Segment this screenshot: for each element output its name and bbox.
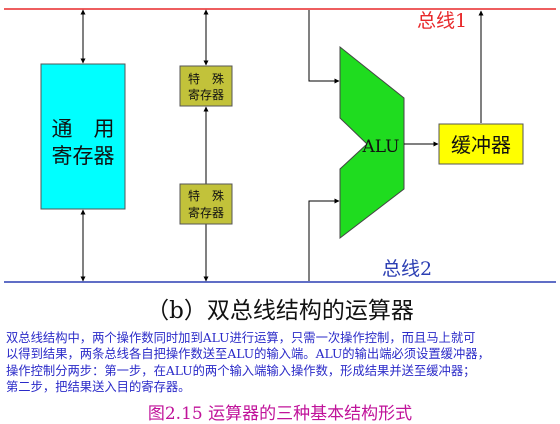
description-line: 以得到结果，两条总线各自把操作数送至ALU的输入端。ALU的输出端必须设置缓冲器… <box>6 347 490 362</box>
special-register-bottom-label-line1: 特 殊 <box>188 188 224 203</box>
alu-input-from-bus2 <box>308 198 340 281</box>
general-register-label-line2: 寄存器 <box>52 144 115 168</box>
alu <box>339 45 405 240</box>
general-register-label-line1: 通 用 <box>52 117 115 141</box>
special-register-bottom <box>179 183 233 225</box>
diagram-subtitle: （b）双总线结构的运算器 <box>146 298 414 324</box>
special-register-top <box>179 65 233 107</box>
alu-input-from-bus1 <box>308 10 340 84</box>
buffer <box>438 123 524 165</box>
description-line: 操作控制分两步：第一步，在ALU的两个输入端输入操作数，形成结果并送至缓冲器； <box>6 363 476 378</box>
alu-label: ALU <box>362 137 400 157</box>
bus1-label: 总线1 <box>417 10 467 32</box>
bus2-label: 总线2 <box>382 258 432 280</box>
buffer-label: 缓冲器 <box>451 133 511 157</box>
description-line: 第二步，把结果送入目的寄存器。 <box>6 379 191 394</box>
special-register-top-label-line1: 特 殊 <box>188 71 224 86</box>
figure-caption: 图2.15 运算器的三种基本结构形式 <box>147 404 413 424</box>
special-register-top-label-line2: 寄存器 <box>188 87 224 102</box>
description-line: 双总线结构中，两个操作数同时加到ALU进行运算，只需一次操作控制，而且马上就可 <box>6 331 476 345</box>
special-register-bottom-label-line2: 寄存器 <box>188 205 224 220</box>
general-register <box>40 63 126 210</box>
description: 双总线结构中，两个操作数同时加到ALU进行运算，只需一次操作控制，而且马上就可 … <box>6 330 554 395</box>
